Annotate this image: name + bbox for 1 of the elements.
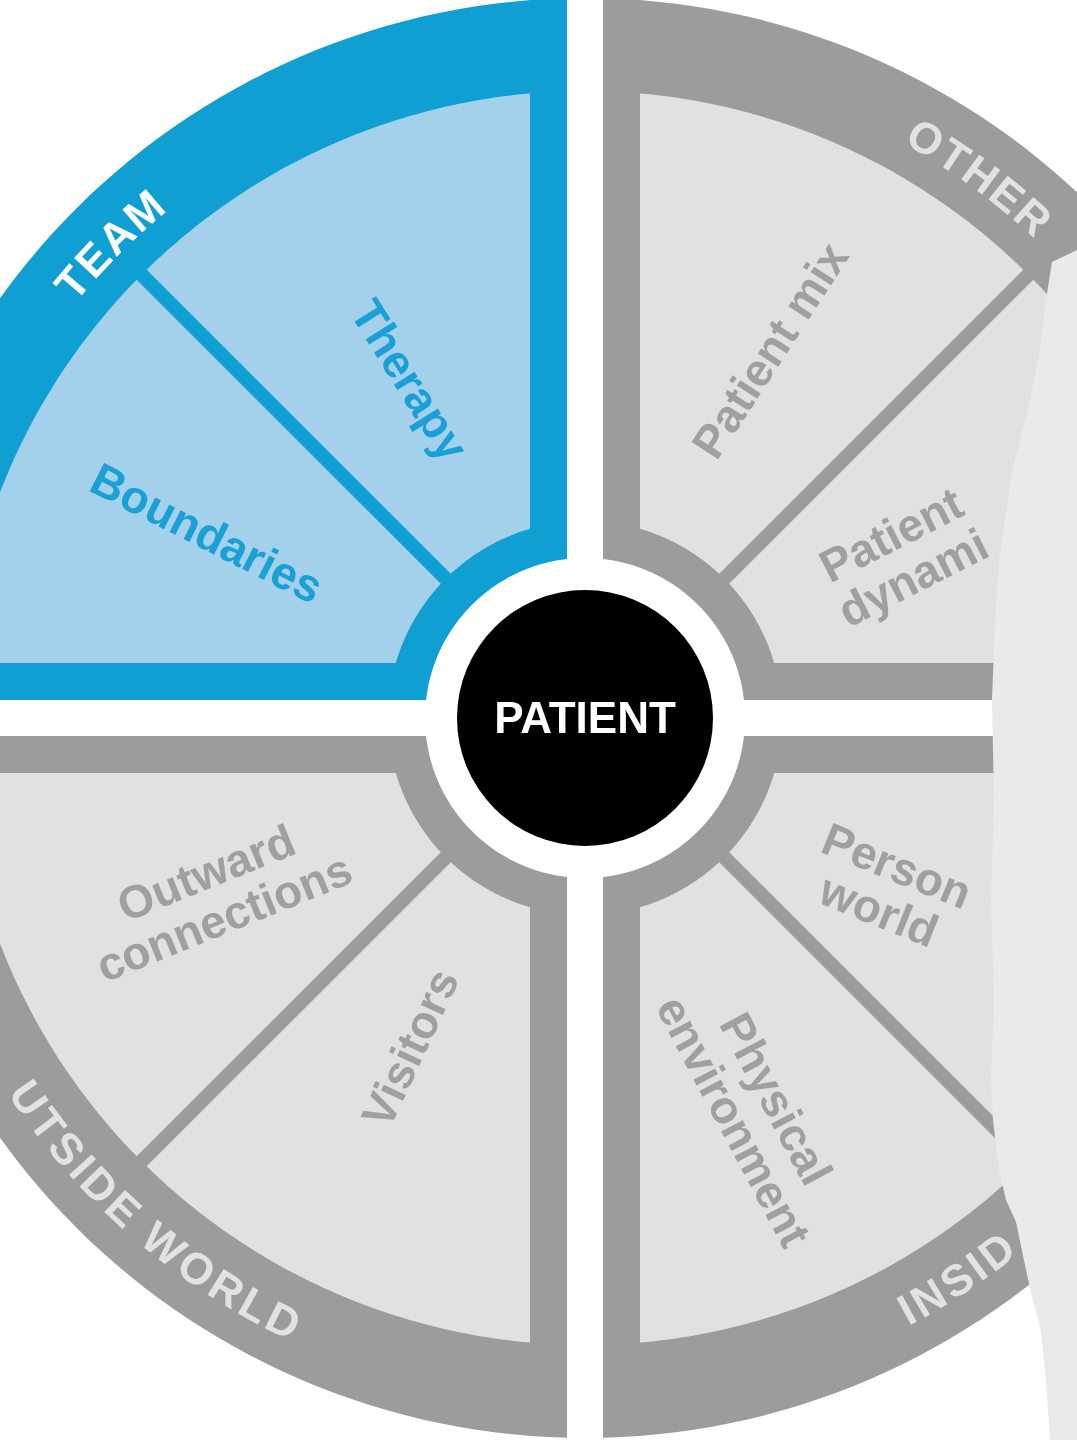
center-label: PATIENT bbox=[494, 694, 676, 742]
